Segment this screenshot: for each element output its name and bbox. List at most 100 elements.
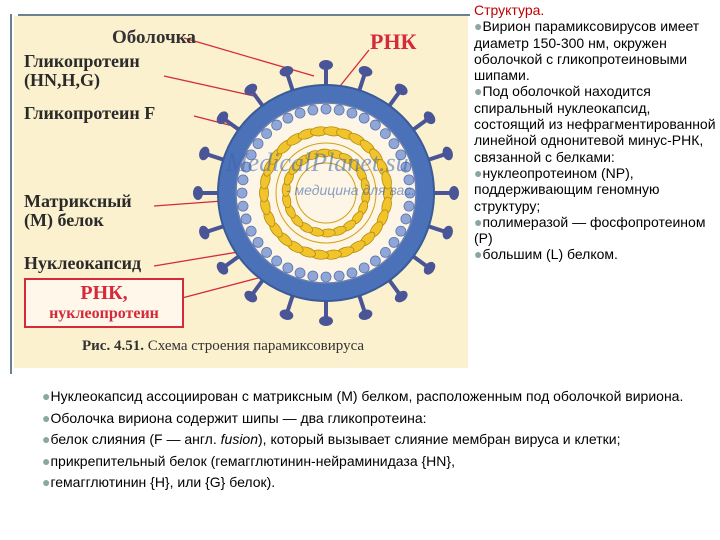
- paragraph-large-protein: ●большим (L) белком.: [474, 246, 618, 263]
- matrix-bead: [237, 200, 249, 212]
- matrix-bead: [346, 267, 358, 279]
- spike-head: [319, 316, 333, 326]
- virus-diagram: [153, 37, 459, 326]
- matrix-bead: [252, 138, 264, 150]
- matrix-bead: [237, 174, 249, 186]
- spike-head: [319, 60, 333, 70]
- matrix-bead: [307, 270, 319, 282]
- spike-head: [216, 111, 229, 125]
- glycoprotein-spikes: [193, 60, 459, 326]
- label-glycoprotein-f: Гликопротеин F: [24, 103, 156, 123]
- matrix-bead: [236, 187, 248, 199]
- matrix-bead: [395, 225, 407, 237]
- bullet-icon: ●: [42, 431, 51, 448]
- bullet-icon: ●: [42, 388, 51, 404]
- spike-head: [394, 290, 408, 303]
- helix-ring-inner: [295, 162, 357, 224]
- label-glycoprotein-hn: Гликопротеин (HN,H,G): [24, 51, 140, 90]
- matrix-bead: [400, 161, 412, 173]
- bullet-icon: ●: [474, 83, 483, 100]
- figure-caption: Рис. 4.51. Схема строения парамиксовирус…: [82, 338, 364, 355]
- bullet-icon: ●: [42, 409, 51, 426]
- matrix-bead: [240, 213, 252, 225]
- bullet-icon: ●: [474, 164, 483, 181]
- matrix-bead: [369, 255, 381, 267]
- spike-head: [216, 261, 229, 275]
- spike-head: [423, 261, 436, 275]
- matrix-protein: [236, 103, 416, 283]
- bottom-line-1: ●Нуклеокапсид ассоциирован с матриксным …: [42, 388, 684, 404]
- paragraph-polymerase: ●полимеразой — фосфопротеином (P): [474, 213, 706, 247]
- bottom-line-3: ●белок слияния (F — англ. fusion), котор…: [42, 431, 621, 448]
- spike-head: [279, 66, 294, 77]
- spike-head: [199, 146, 210, 161]
- matrix-bead: [271, 119, 283, 131]
- matrix-bead: [320, 271, 332, 283]
- bullet-icon: ●: [42, 452, 51, 469]
- bullet-icon: ●: [474, 213, 483, 230]
- spike-head: [279, 309, 294, 320]
- matrix-bead: [261, 128, 273, 140]
- matrix-bead: [294, 107, 306, 119]
- pointer-gp-hn: [163, 75, 255, 97]
- spike-head: [199, 225, 210, 240]
- paragraph-virion: ●Вирион парамиксовирусов имеет диаметр 1…: [474, 18, 700, 84]
- matrix-bead: [358, 112, 370, 124]
- matrix-bead: [369, 119, 381, 131]
- caption-text: Схема строения парамиксовируса: [147, 338, 365, 354]
- matrix-bead: [282, 112, 294, 124]
- matrix-bead: [245, 149, 257, 161]
- matrix-bead: [388, 138, 400, 150]
- matrix-bead: [271, 255, 283, 267]
- matrix-bead: [379, 246, 391, 258]
- bottom-line-4: ●прикрепительный белок (гемагглютинин-не…: [42, 452, 455, 469]
- structure-description: Структура. ●Вирион парамиксовирусов имее…: [474, 2, 718, 263]
- virus-figure: Оболочка Гликопротеин (HN,H,G) Гликопрот…: [14, 16, 468, 368]
- matrix-bead: [388, 236, 400, 248]
- spike-head: [394, 83, 408, 96]
- matrix-bead: [245, 225, 257, 237]
- matrix-bead: [261, 246, 273, 258]
- matrix-bead: [320, 103, 332, 115]
- matrix-bead: [379, 128, 391, 140]
- bullet-icon: ●: [474, 246, 483, 263]
- rnk-box-line1: РНК,: [80, 282, 128, 304]
- paragraph-nucleoprotein: ●нуклеопротеином (NP), поддерживающим ге…: [474, 164, 660, 214]
- matrix-bead: [395, 149, 407, 161]
- spike-head: [449, 186, 459, 200]
- spike-head: [358, 309, 373, 320]
- section-title: Структура.: [474, 2, 545, 18]
- helix-ring-outer: [275, 142, 377, 244]
- bullet-icon: ●: [42, 474, 51, 491]
- label-shell: Оболочка: [112, 27, 196, 48]
- nucleoprotein-bead: [360, 177, 370, 194]
- matrix-bead: [403, 174, 415, 186]
- spike-head: [193, 186, 203, 200]
- pointer-shell: [183, 37, 315, 77]
- envelope-description: ●Нуклеокапсид ассоциирован с матриксным …: [42, 386, 714, 494]
- spike-head: [244, 83, 258, 96]
- matrix-bead: [294, 267, 306, 279]
- matrix-bead: [403, 200, 415, 212]
- label-nucleocapsid: Нуклеокапсид: [24, 253, 142, 273]
- matrix-bead: [346, 107, 358, 119]
- matrix-bead: [240, 161, 252, 173]
- watermark-site: MedicalPlanet.su: [226, 148, 409, 177]
- spike-head: [442, 225, 453, 240]
- matrix-bead: [307, 104, 319, 116]
- nucleoprotein-bead: [381, 170, 392, 190]
- slide-frame-left: [10, 14, 12, 374]
- bullet-icon: ●: [474, 18, 483, 35]
- matrix-bead: [404, 187, 416, 199]
- caption-number: Рис. 4.51.: [82, 338, 144, 354]
- bottom-line-2: ●Оболочка вириона содержит шипы — два гл…: [42, 409, 427, 426]
- rnk-box-line2: нуклеопротеин: [49, 305, 159, 322]
- spike-head: [442, 146, 453, 161]
- label-rnk-top: РНК: [370, 29, 417, 54]
- label-matrix-protein: Матриксный (М) белок: [24, 191, 132, 230]
- nucleocapsid-helix: [259, 126, 393, 260]
- matrix-bead: [333, 104, 345, 116]
- spike-head: [244, 290, 258, 303]
- paragraph-nucleocapsid: ●Под оболочкой находится спиральный нукл…: [474, 83, 716, 165]
- bottom-line-5: ●гемагглютинин {H}, или {G} белок).: [42, 474, 276, 491]
